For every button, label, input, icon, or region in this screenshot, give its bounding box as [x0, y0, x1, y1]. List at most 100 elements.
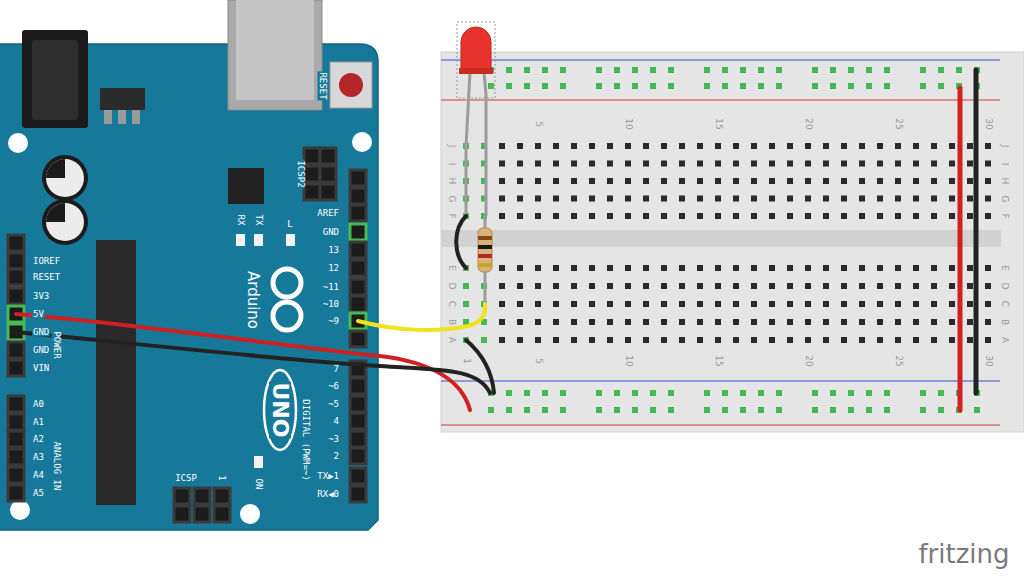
breadboard	[441, 52, 1024, 432]
breadboard-hole	[895, 319, 901, 325]
breadboard-hole	[920, 407, 926, 413]
breadboard-hole	[463, 283, 469, 289]
breadboard-hole	[643, 319, 649, 325]
usb-connector-face	[236, 0, 314, 100]
breadboard-hole	[679, 337, 685, 343]
breadboard-hole	[823, 301, 829, 307]
header-pin	[174, 488, 190, 504]
breadboard-hole	[895, 213, 901, 219]
breadboard-hole	[632, 67, 638, 73]
breadboard-hole	[517, 161, 523, 167]
header-pin	[350, 296, 366, 312]
breadboard-hole	[517, 319, 523, 325]
breadboard-hole	[967, 178, 973, 184]
breadboard-hole	[949, 178, 955, 184]
column-number: 5	[534, 120, 543, 128]
breadboard-hole	[733, 161, 739, 167]
breadboard-hole	[553, 319, 559, 325]
breadboard-hole	[877, 196, 883, 202]
breadboard-hole	[661, 143, 667, 149]
breadboard-hole	[517, 196, 523, 202]
breadboard-hole	[841, 283, 847, 289]
breadboard-hole	[949, 319, 955, 325]
breadboard-hole	[787, 319, 793, 325]
led-label: ON	[254, 478, 263, 491]
breadboard-hole	[751, 178, 757, 184]
breadboard-hole	[848, 407, 854, 413]
mounting-hole	[240, 504, 260, 524]
breadboard-hole	[895, 161, 901, 167]
row-letter: A	[1000, 336, 1009, 344]
breadboard-hole	[812, 407, 818, 413]
breadboard-hole	[740, 67, 746, 73]
breadboard-hole	[517, 213, 523, 219]
breadboard-hole	[715, 161, 721, 167]
breadboard-hole	[938, 407, 944, 413]
breadboard-hole	[805, 161, 811, 167]
breadboard-hole	[859, 283, 865, 289]
breadboard-hole	[715, 178, 721, 184]
breadboard-hole	[769, 213, 775, 219]
breadboard-hole	[949, 283, 955, 289]
pin-label: GND	[32, 328, 50, 337]
breadboard-hole	[542, 407, 548, 413]
row-letter: I	[447, 161, 456, 166]
capacitor	[42, 199, 88, 245]
board-label: 1	[217, 474, 226, 481]
breadboard-hole	[866, 83, 872, 89]
row-letter: I	[1000, 161, 1009, 166]
breadboard-hole	[758, 390, 764, 396]
breadboard-hole	[949, 213, 955, 219]
breadboard-hole	[643, 337, 649, 343]
breadboard-hole	[679, 161, 685, 167]
breadboard-hole	[542, 390, 548, 396]
breadboard-hole	[877, 178, 883, 184]
breadboard-hole	[679, 178, 685, 184]
pin-label: GND	[322, 228, 340, 237]
breadboard-hole	[517, 301, 523, 307]
header-pin	[350, 224, 366, 240]
breadboard-hole	[661, 337, 667, 343]
breadboard-hole	[841, 301, 847, 307]
breadboard-hole	[650, 67, 656, 73]
ground-wire	[16, 332, 490, 393]
header-pin	[174, 506, 190, 522]
breadboard-hole	[697, 196, 703, 202]
breadboard-hole	[787, 161, 793, 167]
breadboard-hole	[535, 161, 541, 167]
breadboard-hole	[679, 143, 685, 149]
breadboard-hole	[859, 196, 865, 202]
mounting-hole	[352, 132, 372, 152]
pin-label: TX▶1	[316, 472, 340, 481]
breadboard-hole	[506, 407, 512, 413]
header-pin	[8, 467, 24, 483]
breadboard-hole	[589, 213, 595, 219]
breadboard-hole	[913, 283, 919, 289]
breadboard-hole	[985, 283, 991, 289]
breadboard-hole	[661, 178, 667, 184]
capacitor-mark	[46, 159, 65, 178]
brand-name: Arduino	[245, 270, 260, 330]
usb-chip	[228, 168, 264, 204]
header-pin	[8, 342, 24, 358]
breadboard-hole	[542, 83, 548, 89]
breadboard-hole	[830, 83, 836, 89]
breadboard-hole	[722, 67, 728, 73]
breadboard-hole	[625, 301, 631, 307]
breadboard-hole	[643, 213, 649, 219]
resistor-band	[478, 245, 492, 249]
breadboard-hole	[560, 407, 566, 413]
header-pin	[350, 468, 366, 484]
reset-button-cap	[339, 73, 363, 97]
header-pin	[8, 485, 24, 501]
breadboard-hole	[571, 213, 577, 219]
breadboard-hole	[823, 161, 829, 167]
breadboard-hole	[571, 319, 577, 325]
breadboard-hole	[704, 67, 710, 73]
breadboard-hole	[535, 196, 541, 202]
breadboard-hole	[859, 213, 865, 219]
led-body	[461, 27, 491, 72]
breadboard-hole	[913, 319, 919, 325]
smd-led	[254, 456, 263, 468]
